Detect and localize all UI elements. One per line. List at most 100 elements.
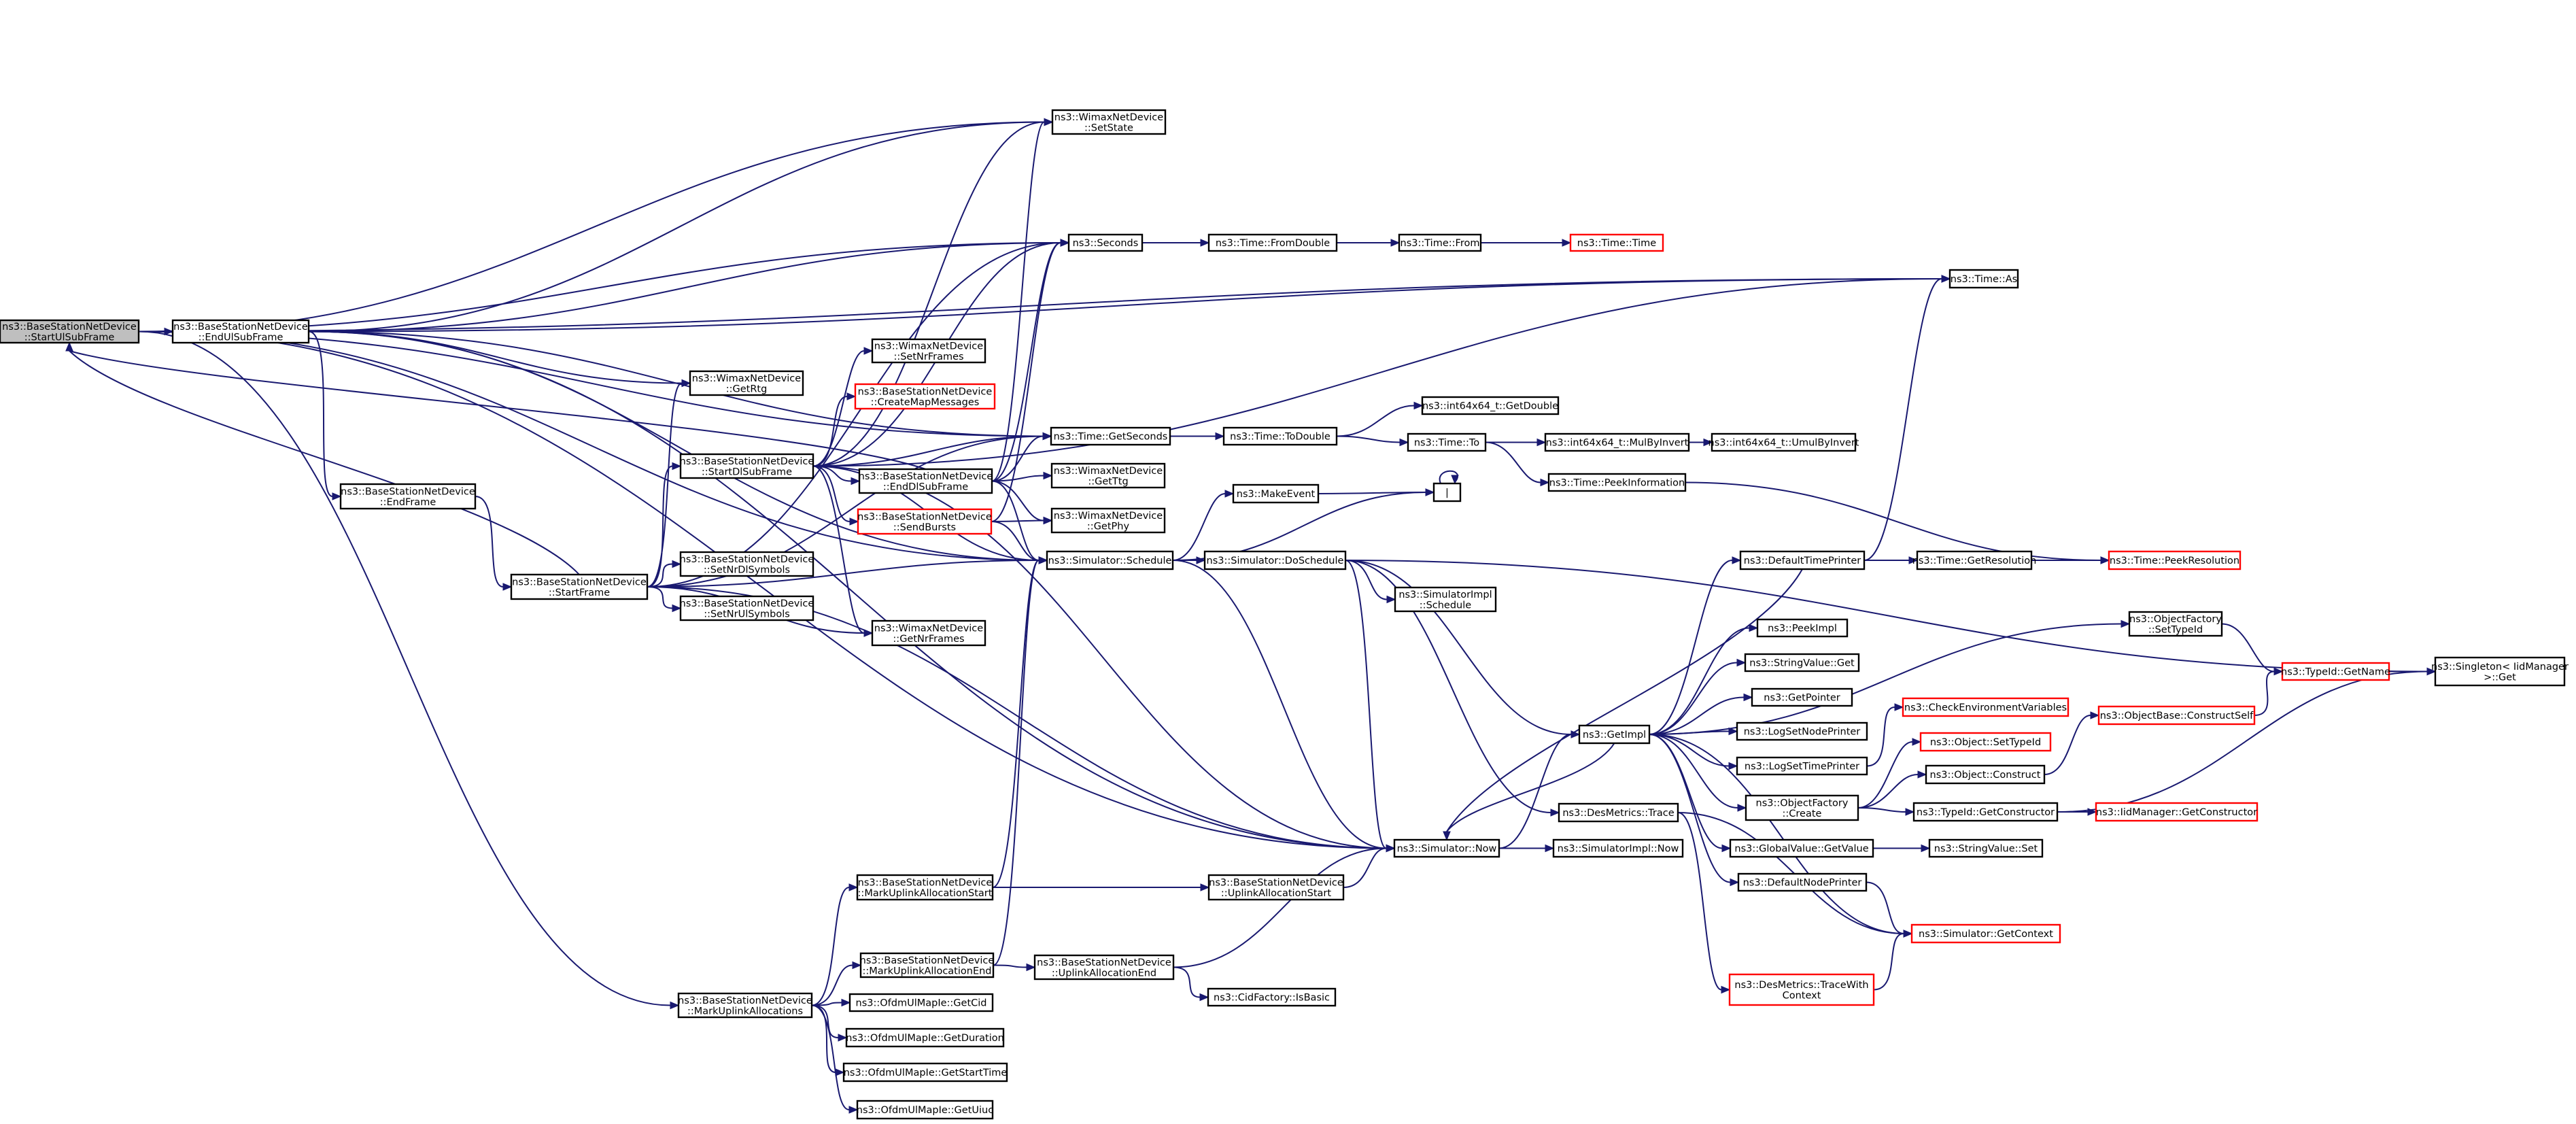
edge-startframe-to-startdl [647, 462, 682, 587]
node-peekimpl[interactable]: ns3::PeekImpl [1756, 618, 1849, 638]
node-label: ::StartDlSubFrame [702, 466, 792, 477]
node-getimpl[interactable]: ns3::GetImpl [1578, 724, 1651, 745]
node-from[interactable]: ns3::Time::From [1398, 233, 1482, 252]
node-fromdouble[interactable]: ns3::Time::FromDouble [1207, 233, 1338, 252]
node-enddl[interactable]: ns3::BaseStationNetDevice::EndDlSubFrame [859, 468, 993, 494]
node-makeevent[interactable]: ns3::MakeEvent [1232, 483, 1320, 504]
node-peekres[interactable]: ns3::Time::PeekResolution [2108, 550, 2242, 570]
edge-getimpl-to-ofsettid [1649, 619, 2131, 735]
node-seconds[interactable]: ns3::Seconds [1067, 233, 1144, 252]
node-getrtg[interactable]: ns3::WimaxNetDevice::GetRtg [689, 370, 804, 396]
node-label: ns3::BaseStationNetDevice [512, 577, 647, 587]
node-box [0, 319, 140, 344]
edge-endul-to-now [308, 330, 1396, 853]
node-schedule[interactable]: ns3::Simulator::Schedule [1046, 550, 1174, 570]
node-ulstart[interactable]: ns3::BaseStationNetDevice::UplinkAllocat… [1207, 874, 1345, 901]
edge-getimpl-to-strvalget [1649, 658, 1747, 735]
node-to[interactable]: ns3::Time::To [1407, 432, 1487, 452]
node-startdl[interactable]: ns3::BaseStationNetDevice::StartDlSubFra… [680, 453, 814, 479]
node-iidgetctor[interactable]: ns3::IidManager::GetConstructor [2095, 802, 2259, 822]
node-sendbursts[interactable]: ns3::BaseStationNetDevice::SendBursts [857, 508, 993, 535]
node-getnrframes[interactable]: ns3::WimaxNetDevice::GetNrFrames [871, 619, 986, 647]
edge-markulalloc-to-markulend [811, 961, 862, 1006]
node-bar[interactable]: | [1432, 482, 1462, 503]
node-defaulttp[interactable]: ns3::DefaultTimePrinter [1739, 550, 1866, 570]
node-now[interactable]: ns3::Simulator::Now [1393, 838, 1500, 858]
node-getpointer[interactable]: ns3::GetPointer [1751, 687, 1853, 707]
edge-getimpl-to-gvgetvalue [1649, 734, 1732, 853]
node-getphy[interactable]: ns3::WimaxNetDevice::GetPhy [1050, 507, 1166, 534]
node-ofsettid[interactable]: ns3::ObjectFactory::SetTypeId [2128, 611, 2223, 637]
node-tidgetctor[interactable]: ns3::TypeId::GetConstructor [1912, 802, 2059, 822]
node-getduration[interactable]: ns3::OfdmUlMapIe::GetDuration [845, 1027, 1005, 1048]
node-singleton[interactable]: ns3::Singleton< IidManager>::Get [2431, 656, 2569, 687]
node-endframe[interactable]: ns3::BaseStationNetDevice::EndFrame [339, 483, 477, 510]
node-getseconds[interactable]: ns3::Time::GetSeconds [1050, 426, 1171, 446]
edge-bar-to-bar [1439, 470, 1459, 485]
edge-getimpl-to-defaultnp [1649, 734, 1740, 887]
node-mulbyinv[interactable]: ns3::int64x64_t::MulByInvert [1544, 432, 1690, 452]
node-markulstart[interactable]: ns3::BaseStationNetDevice::MarkUplinkAll… [856, 874, 994, 901]
node-setstate[interactable]: ns3::WimaxNetDevice::SetState [1051, 109, 1167, 135]
node-getdouble[interactable]: ns3::int64x64_t::GetDouble [1421, 396, 1560, 415]
node-label: ns3::ObjectBase::ConstructSelf [2100, 711, 2254, 721]
node-box [1744, 653, 1860, 672]
node-box [2434, 656, 2566, 687]
node-label: ns3::CidFactory::IsBasic [1214, 993, 1330, 1004]
node-getres[interactable]: ns3::Time::GetResolution [1912, 550, 2037, 570]
node-label: >::Get [2484, 672, 2516, 683]
node-implsched[interactable]: ns3::SimulatorImpl::Schedule [1394, 586, 1497, 613]
node-objsettid[interactable]: ns3::Object::SetTypeId [1919, 732, 2052, 752]
node-box [1207, 874, 1345, 901]
node-getcontext[interactable]: ns3::Simulator::GetContext [1910, 923, 2061, 944]
edge-startdl-to-sendbursts [812, 465, 859, 526]
node-createmap[interactable]: ns3::BaseStationNetDevice::CreateMapMess… [854, 383, 996, 410]
edge-startdl-to-setstate [812, 118, 1054, 467]
node-objconstruct[interactable]: ns3::Object::Construct [1925, 764, 2046, 785]
edge-schedule-to-now [1172, 560, 1396, 853]
node-startul[interactable]: ns3::BaseStationNetDevice::StartUlSubFra… [0, 319, 140, 344]
node-markulalloc[interactable]: ns3::BaseStationNetDevice::MarkUplinkAll… [677, 992, 813, 1019]
node-setnrul[interactable]: ns3::BaseStationNetDevice::SetNrUlSymbol… [680, 595, 814, 621]
node-implnow[interactable]: ns3::SimulatorImpl::Now [1552, 838, 1684, 858]
node-label: ns3::BaseStationNetDevice [858, 386, 993, 397]
node-as[interactable]: ns3::Time::As [1948, 269, 2019, 289]
node-cidisbasic[interactable]: ns3::CidFactory::IsBasic [1207, 987, 1337, 1007]
node-peekinfo[interactable]: ns3::Time::PeekInformation [1547, 473, 1687, 492]
node-strvalget[interactable]: ns3::StringValue::Get [1744, 653, 1860, 672]
node-label: ns3::GetImpl [1583, 730, 1646, 740]
edge-makeevent-to-bar [1318, 488, 1435, 496]
node-doschedule[interactable]: ns3::Simulator::DoSchedule [1203, 550, 1347, 570]
node-box [2108, 550, 2242, 570]
node-getttg[interactable]: ns3::WimaxNetDevice::GetTtg [1050, 462, 1166, 489]
node-label: ns3::GlobalValue::GetValue [1734, 844, 1868, 855]
node-gvgetvalue[interactable]: ns3::GlobalValue::GetValue [1729, 838, 1874, 858]
node-getuiuc[interactable]: ns3::OfdmUlMapIe::GetUiuc [857, 1100, 993, 1120]
node-ulend[interactable]: ns3::BaseStationNetDevice::UplinkAllocat… [1033, 954, 1175, 981]
node-umulbyinv[interactable]: ns3::int64x64_t::UmulByInvert [1708, 432, 1859, 452]
node-setnrdl[interactable]: ns3::BaseStationNetDevice::SetNrDlSymbol… [680, 551, 814, 577]
node-logsettp[interactable]: ns3::LogSetTimePrinter [1736, 756, 1868, 776]
node-time[interactable]: ns3::Time::Time [1569, 233, 1664, 252]
node-tidgetname[interactable]: ns3::TypeId::GetName [2281, 662, 2390, 681]
edge-doschedule-to-desmtrace [1345, 560, 1560, 817]
node-desmtrace[interactable]: ns3::DesMetrics::Trace [1558, 802, 1679, 823]
node-box [1569, 233, 1664, 252]
node-strvalset[interactable]: ns3::StringValue::Set [1928, 838, 2044, 858]
node-markulend[interactable]: ns3::BaseStationNetDevice::MarkUplinkAll… [860, 952, 995, 978]
node-startframe[interactable]: ns3::BaseStationNetDevice::StartFrame [510, 573, 649, 600]
node-logsetnp[interactable]: ns3::LogSetNodePrinter [1736, 721, 1868, 741]
node-box [1398, 233, 1482, 252]
node-obconstruct[interactable]: ns3::ObjectBase::ConstructSelf [2097, 705, 2256, 726]
node-todouble[interactable]: ns3::Time::ToDouble [1222, 426, 1338, 446]
node-label: ns3::Singleton< IidManager [2431, 662, 2569, 672]
node-checkenv[interactable]: ns3::CheckEnvironmentVariables [1902, 697, 2070, 717]
node-defaultnp[interactable]: ns3::DefaultNodePrinter [1737, 872, 1868, 892]
node-getcid[interactable]: ns3::OfdmUlMapIe::GetCid [848, 993, 994, 1012]
node-label: ns3::WimaxNetDevice [874, 623, 983, 634]
node-setnrframes[interactable]: ns3::WimaxNetDevice::SetNrFrames [871, 338, 986, 364]
node-getstarttime[interactable]: ns3::OfdmUlMapIe::GetStartTime [842, 1062, 1008, 1083]
node-endul[interactable]: ns3::BaseStationNetDevice::EndUlSubFrame [171, 319, 310, 344]
node-ofcreate[interactable]: ns3::ObjectFactory::Create [1745, 794, 1859, 821]
